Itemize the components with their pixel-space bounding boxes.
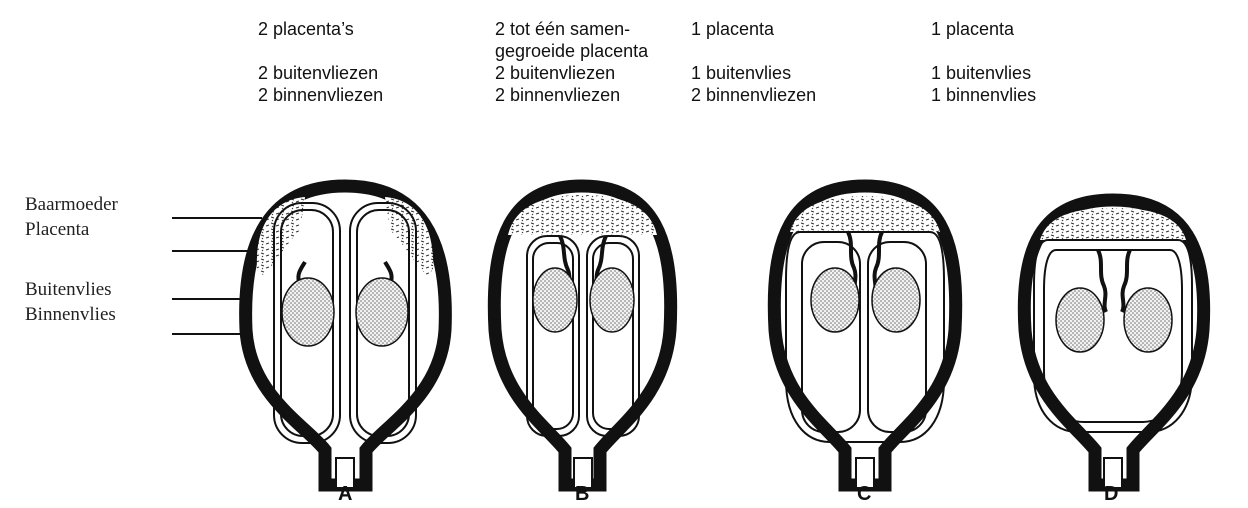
label-binnenvlies: Binnenvlies	[25, 304, 116, 326]
fetus-left-b	[533, 268, 577, 332]
fetus-right-b	[590, 268, 634, 332]
figure-b: B	[494, 186, 670, 505]
fetus-left-d	[1056, 288, 1104, 352]
uterus-wall-d	[1024, 200, 1203, 485]
figure-label-a: A	[338, 483, 352, 505]
figure-label-c: C	[857, 483, 871, 505]
fetus-right-a	[356, 278, 408, 346]
figure-label-b: B	[575, 483, 589, 505]
fetus-right-d	[1124, 288, 1172, 352]
figure-d: D	[1024, 200, 1203, 505]
figure-c: C	[774, 186, 955, 505]
label-buitenvlies: Buitenvlies	[25, 279, 112, 301]
fetus-left-a	[282, 278, 334, 346]
figure-label-d: D	[1104, 483, 1118, 505]
label-baarmoeder: Baarmoeder	[25, 194, 118, 216]
fetus-right-c	[872, 268, 920, 332]
label-placenta: Placenta	[25, 219, 89, 241]
fetus-left-c	[811, 268, 859, 332]
figure-a: A	[246, 186, 446, 505]
